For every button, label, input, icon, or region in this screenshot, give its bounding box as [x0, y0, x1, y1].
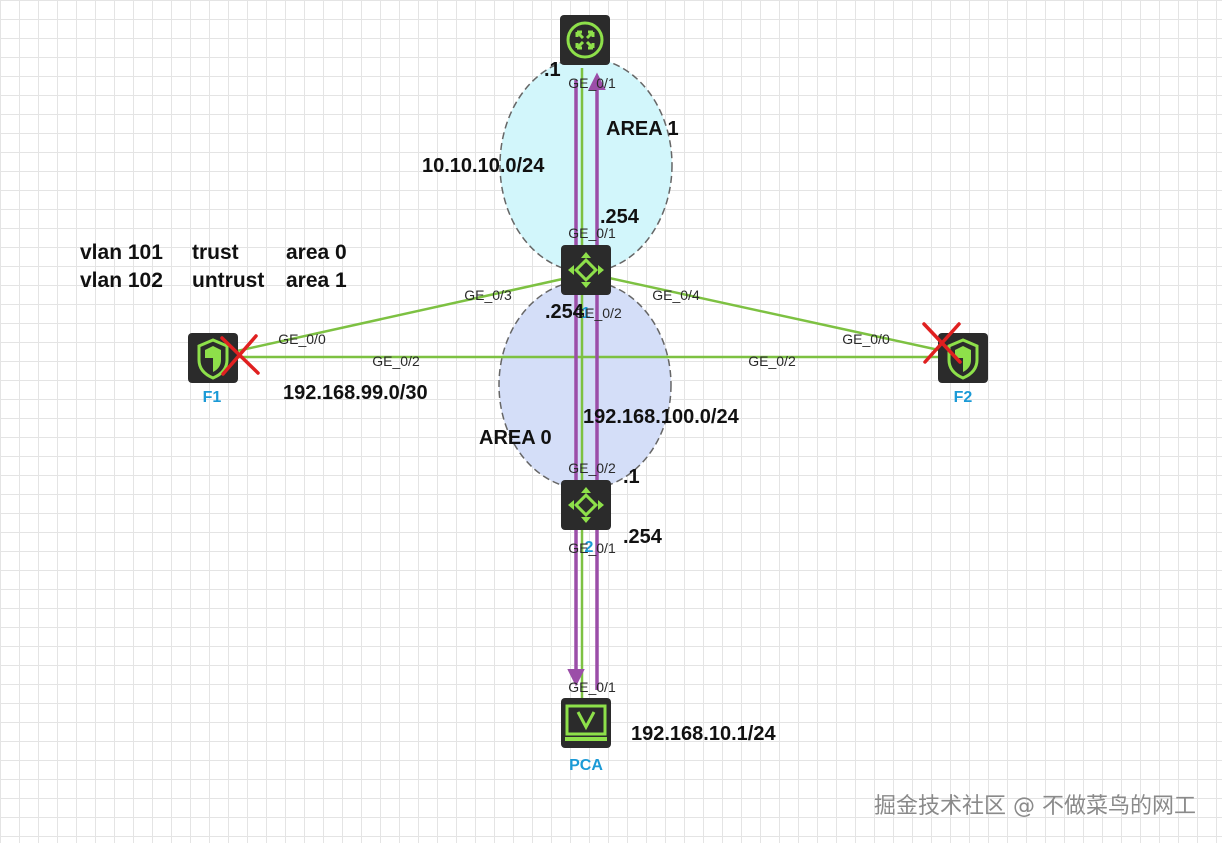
port-label: GE_0/2: [574, 305, 622, 321]
center-switch[interactable]: [561, 245, 611, 295]
port-label: GE_0/4: [652, 287, 700, 303]
host-id-label: .1: [623, 466, 640, 488]
port-label: GE_0/1: [568, 225, 616, 241]
network-middle-label: 192.168.100.0/24: [583, 406, 740, 428]
pc-pca[interactable]: [561, 698, 611, 748]
port-label: GE_0/1: [568, 540, 616, 556]
host-id-label: .254: [623, 526, 663, 548]
firewall-icon: [197, 338, 229, 380]
vlan-note-vlan: vlan 101: [80, 241, 163, 264]
port-label: GE_0/2: [748, 353, 796, 369]
port-label: GE_0/2: [568, 460, 616, 476]
vlan-note-zone: untrust: [192, 269, 264, 292]
port-label: GE_0/3: [464, 287, 512, 303]
host-id-label: .1: [544, 59, 561, 81]
vlan-note-area: area 1: [286, 269, 347, 292]
area1-label: AREA 1: [606, 118, 679, 140]
vlan-note-zone: trust: [192, 241, 239, 264]
port-label: GE_0/0: [842, 331, 890, 347]
vlan-note-area: area 0: [286, 241, 347, 264]
vlan-notes: vlan 101 trust area 0 vlan 102 untrust a…: [80, 241, 347, 292]
traffic-path: [567, 72, 606, 690]
failure-cross-icon: [922, 322, 962, 364]
link-center-f1[interactable]: [227, 274, 577, 355]
watermark: 掘金技术社区 @ 不做菜鸟的网工: [874, 794, 1196, 819]
port-label: GE_0/1: [568, 679, 616, 695]
f1-label: F1: [203, 389, 222, 406]
firewall-icon: [947, 338, 979, 380]
network-top-label: 10.10.10.0/24: [422, 155, 545, 177]
f2-label: F2: [954, 389, 973, 406]
vlan-note-vlan: vlan 102: [80, 269, 163, 292]
area0-label: AREA 0: [479, 427, 552, 449]
pc-monitor-icon: [565, 704, 607, 741]
port-label: GE_0/1: [568, 75, 616, 91]
center-switch-label: 1: [582, 305, 591, 322]
router-icon: [566, 21, 604, 59]
failure-cross-icon: [220, 334, 260, 376]
firewall-f1[interactable]: [188, 333, 238, 383]
lower-switch-label: 2: [585, 539, 594, 556]
pca-ip-label: 192.168.10.1/24: [631, 723, 776, 745]
host-id-label: .254: [545, 301, 585, 323]
host-id-label: .254: [600, 206, 640, 228]
top-router[interactable]: [560, 15, 610, 65]
switch-icon: [568, 487, 604, 523]
switch-icon: [568, 252, 604, 288]
pca-label: PCA: [569, 757, 603, 774]
port-label: GE_0/0: [278, 331, 326, 347]
network-left-label: 192.168.99.0/30: [283, 382, 428, 404]
link-center-f2[interactable]: [599, 274, 949, 354]
port-label: GE_0/2: [372, 353, 420, 369]
lower-switch[interactable]: [561, 480, 611, 530]
firewall-f2[interactable]: [938, 333, 988, 383]
